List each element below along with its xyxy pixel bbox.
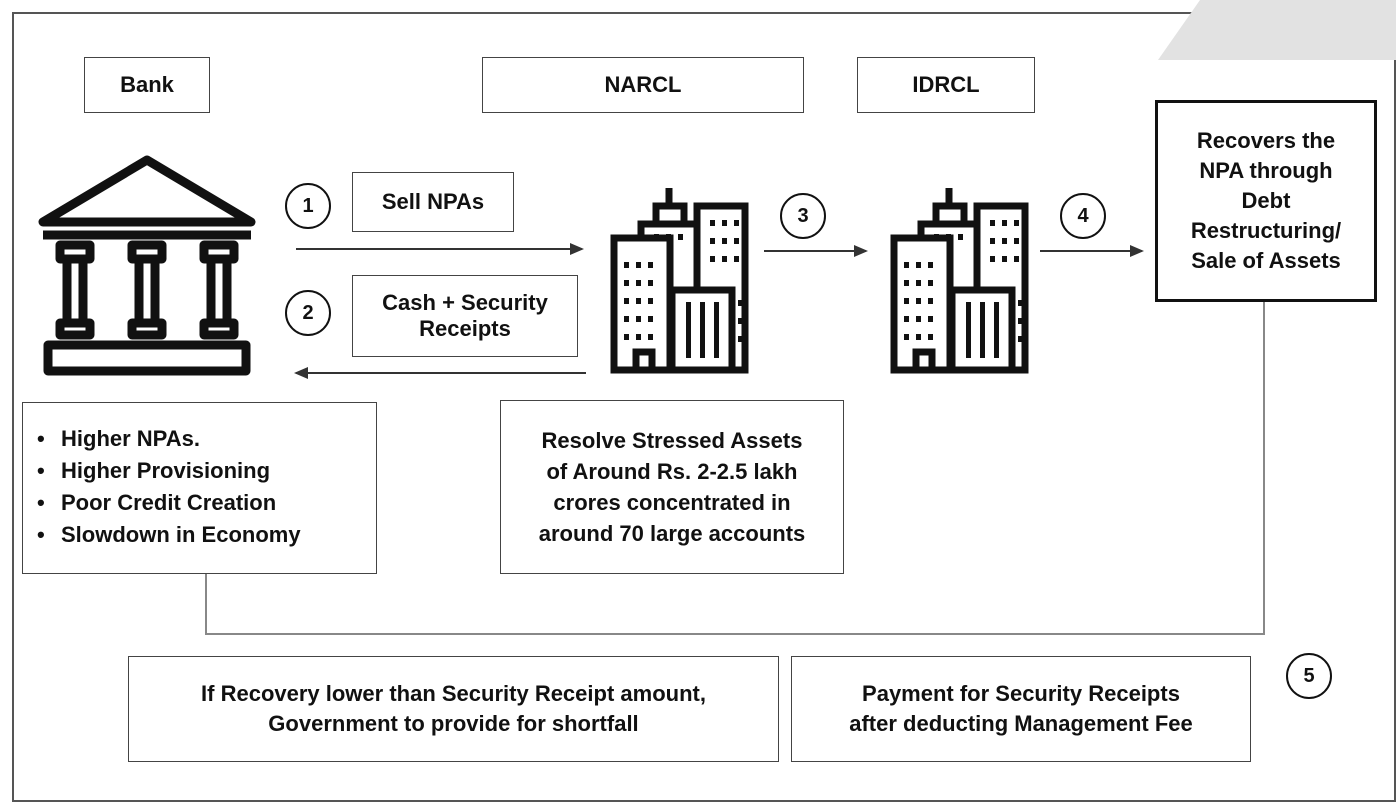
list-item: Slowdown in Economy [37, 519, 368, 551]
narcl-header: NARCL [482, 57, 804, 113]
list-item: Poor Credit Creation [37, 487, 368, 519]
shortfall-box: If Recovery lower than Security Receipt … [128, 656, 779, 762]
list-item: Higher NPAs. [37, 423, 368, 455]
step-4-badge: 4 [1060, 193, 1106, 239]
step-2-badge: 2 [285, 290, 331, 336]
narcl-goal-box: Resolve Stressed Assets of Around Rs. 2-… [500, 400, 844, 574]
payment-box: Payment for Security Receipts after dedu… [791, 656, 1251, 762]
bank-header: Bank [84, 57, 210, 113]
idrcl-header: IDRCL [857, 57, 1035, 113]
payment-return-line [205, 302, 1265, 635]
sell-npas-label: Sell NPAs [352, 172, 514, 232]
recovery-box: Recovers the NPA through Debt Restructur… [1155, 100, 1377, 302]
step-5-badge: 5 [1286, 653, 1332, 699]
step-3-badge: 3 [780, 193, 826, 239]
cash-security-receipts-label: Cash + Security Receipts [352, 275, 578, 357]
bank-problems-list: Higher NPAs. Higher Provisioning Poor Cr… [22, 402, 377, 574]
list-item: Higher Provisioning [37, 455, 368, 487]
step-1-badge: 1 [285, 183, 331, 229]
